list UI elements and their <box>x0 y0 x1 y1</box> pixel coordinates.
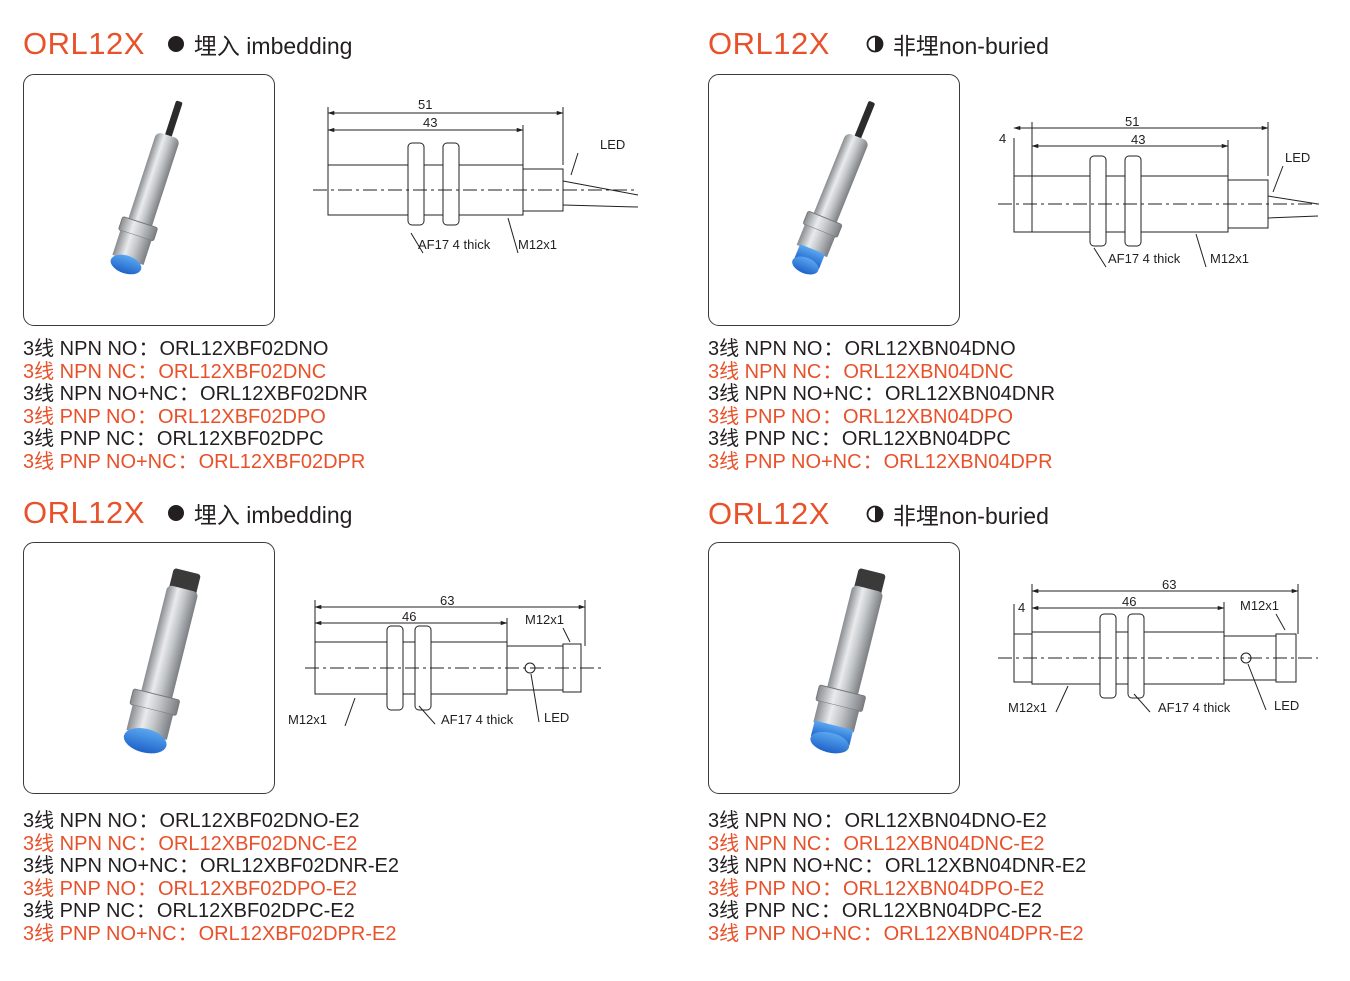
nut-label: AF17 4 thick <box>1108 251 1181 266</box>
dim-body: 43 <box>1131 132 1145 147</box>
model-name: ORL12X <box>23 26 145 61</box>
model-name: ORL12X <box>23 495 145 530</box>
spec-line: 3线 PNP NO+NC：ORL12XBF02DPR-E2 <box>23 922 397 945</box>
spec-line: 3线 NPN NC：ORL12XBF02DNC-E2 <box>23 832 358 855</box>
led-label: LED <box>544 710 569 725</box>
spec-line: 3线 PNP NO+NC：ORL12XBN04DPR <box>708 450 1053 473</box>
mode-label: 埋入 imbedding <box>193 502 353 528</box>
spec-line: 3线 NPN NO+NC：ORL12XBN04DNR <box>708 383 1056 405</box>
spec-list: 3线 NPN NO：ORL12XBN04DNO 3线 NPN NC：ORL12X… <box>708 338 1055 473</box>
filled-circle-icon <box>167 36 184 52</box>
spec-line: 3线 NPN NO+NC：ORL12XBF02DNR <box>23 383 368 405</box>
product-photo <box>708 74 960 326</box>
dim-offset: 4 <box>999 131 1006 146</box>
mode-label: 非埋non-buried <box>892 33 1049 59</box>
nut-label: AF17 4 thick <box>441 712 514 727</box>
thread-label: M12x1 <box>1210 251 1249 266</box>
panel-title: ORL12X 埋入 imbedding <box>23 493 352 533</box>
mode-label: 埋入 imbedding <box>193 33 353 59</box>
dim-body: 43 <box>423 115 437 130</box>
mode-label-group: 埋入 imbedding <box>167 496 353 530</box>
led-label: LED <box>1285 150 1310 165</box>
dim-overall: 51 <box>418 97 432 112</box>
mode-label-group: 非埋non-buried <box>866 27 1049 61</box>
led-label: LED <box>1274 698 1299 713</box>
dimension-drawing: 51 43 4 LED AF17 4 thick M12x1 <box>998 110 1338 280</box>
spec-line: 3线 PNP NC：ORL12XBN04DPC-E2 <box>708 900 1042 922</box>
thread-label-top: M12x1 <box>525 612 564 627</box>
spec-line: 3线 NPN NO+NC：ORL12XBF02DNR-E2 <box>23 855 399 877</box>
spec-line: 3线 PNP NO+NC：ORL12XBF02DPR <box>23 450 366 473</box>
led-label: LED <box>600 137 625 152</box>
spec-line: 3线 PNP NO：ORL12XBN04DPO-E2 <box>708 877 1045 900</box>
dim-overall: 63 <box>1162 577 1176 592</box>
sensor-image <box>792 101 875 275</box>
product-panel-imbedding-e2: ORL12X 埋入 imbedding 63 46 <box>23 469 683 949</box>
spec-line: 3线 NPN NC：ORL12XBN04DNC <box>708 360 1014 383</box>
sensor-image <box>110 100 183 275</box>
mode-label-group: 埋入 imbedding <box>167 27 353 61</box>
product-panel-non-buried-e2: ORL12X 非埋non-buried 63 46 4 <box>708 470 1350 950</box>
spec-line: 3线 PNP NC：ORL12XBN04DPC <box>708 428 1011 450</box>
nut-label: AF17 4 thick <box>1158 700 1231 715</box>
spec-line: 3线 NPN NO：ORL12XBN04DNO-E2 <box>708 810 1047 832</box>
thread-label: M12x1 <box>1008 700 1047 715</box>
panel-title: ORL12X 非埋non-buried <box>708 494 1049 534</box>
dim-body: 46 <box>402 609 416 624</box>
product-photo <box>23 542 275 794</box>
sensor-image <box>810 568 886 754</box>
dim-offset: 4 <box>1018 600 1025 615</box>
model-name: ORL12X <box>708 26 830 61</box>
panel-title: ORL12X 埋入 imbedding <box>23 24 352 64</box>
spec-line: 3线 NPN NO：ORL12XBF02DNO <box>23 338 329 360</box>
thread-label: M12x1 <box>288 712 327 727</box>
spec-line: 3线 NPN NO+NC：ORL12XBN04DNR-E2 <box>708 855 1087 877</box>
model-name: ORL12X <box>708 496 830 531</box>
spec-list: 3线 NPN NO：ORL12XBF02DNO-E2 3线 NPN NC：ORL… <box>23 810 399 945</box>
panel-title: ORL12X 非埋non-buried <box>708 24 1049 64</box>
product-panel-imbedding-short: ORL12X 埋入 imbedding 51 43 <box>23 0 683 480</box>
half-circle-icon <box>866 505 884 523</box>
nut-label: AF17 4 thick <box>418 237 491 252</box>
spec-line: 3线 PNP NO：ORL12XBN04DPO <box>708 405 1014 428</box>
dim-overall: 51 <box>1125 114 1139 129</box>
spec-line: 3线 NPN NO：ORL12XBN04DNO <box>708 338 1016 360</box>
spec-list: 3线 NPN NO：ORL12XBF02DNO 3线 NPN NC：ORL12X… <box>23 338 368 473</box>
spec-line: 3线 PNP NC：ORL12XBF02DPC <box>23 428 324 450</box>
product-photo <box>708 542 960 794</box>
spec-list: 3线 NPN NO：ORL12XBN04DNO-E2 3线 NPN NC：ORL… <box>708 810 1086 945</box>
dim-body: 46 <box>1122 594 1136 609</box>
dim-overall: 63 <box>440 593 454 608</box>
spec-line: 3线 NPN NO：ORL12XBF02DNO-E2 <box>23 810 360 832</box>
dimension-drawing: 63 46 4 M12x1 M12x1 AF17 4 thick LED <box>998 577 1333 728</box>
mode-label-group: 非埋non-buried <box>866 497 1049 531</box>
mode-label: 非埋non-buried <box>892 503 1049 529</box>
spec-line: 3线 PNP NO：ORL12XBF02DPO-E2 <box>23 877 357 900</box>
sensor-image <box>123 568 201 754</box>
spec-line: 3线 NPN NC：ORL12XBF02DNC <box>23 360 327 383</box>
spec-line: 3线 PNP NO：ORL12XBF02DPO <box>23 405 326 428</box>
dimension-drawing: 51 43 LED AF17 4 thick M12x1 <box>313 95 643 265</box>
half-circle-icon <box>866 35 884 53</box>
dimension-drawing: 63 46 M12x1 M12x1 AF17 4 thick LED <box>285 590 615 740</box>
product-photo <box>23 74 275 326</box>
spec-line: 3线 PNP NC：ORL12XBF02DPC-E2 <box>23 900 355 922</box>
product-panel-non-buried-short: ORL12X 非埋non-buried 51 43 4 <box>708 0 1350 480</box>
thread-label-top: M12x1 <box>1240 598 1279 613</box>
spec-line: 3线 NPN NC：ORL12XBN04DNC-E2 <box>708 832 1045 855</box>
filled-circle-icon <box>167 505 184 521</box>
thread-label: M12x1 <box>518 237 557 252</box>
spec-line: 3线 PNP NO+NC：ORL12XBN04DPR-E2 <box>708 922 1084 945</box>
